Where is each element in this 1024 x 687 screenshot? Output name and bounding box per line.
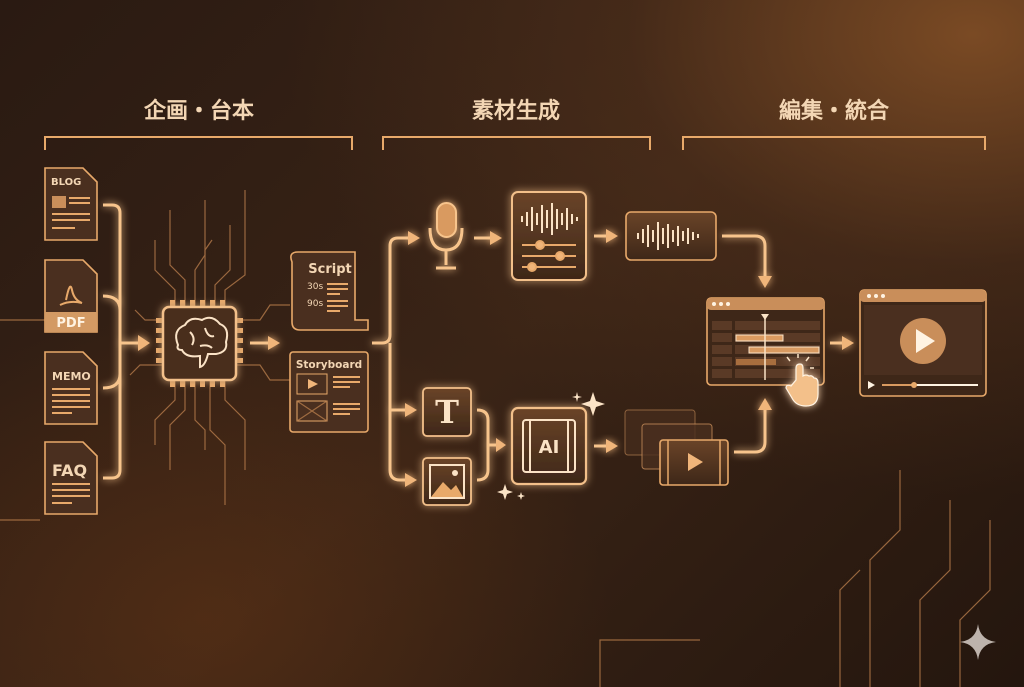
input-doc-blog: BLOG: [44, 167, 98, 241]
video-to-timeline-connector: [734, 398, 772, 454]
storyboard-title: Storyboard: [296, 359, 362, 371]
chip-output-arrow: [250, 336, 280, 350]
waveform-icon: [521, 203, 578, 235]
film-icon: [522, 419, 576, 473]
ai-chip-brain: [129, 190, 290, 505]
pdf-acrobat-icon: [59, 285, 83, 306]
doc-label: PDF: [56, 316, 85, 331]
video-clips-stack: [624, 409, 729, 486]
stage-title: 素材生成: [472, 98, 560, 124]
input-merge-connector: [102, 203, 150, 480]
video-player-window: [859, 289, 987, 397]
microphone-icon: [428, 202, 464, 270]
play-icon: [688, 453, 703, 471]
stage-header-assets: 素材生成: [382, 98, 651, 150]
stage-header-planning: 企画・台本: [44, 98, 353, 150]
audio-track-card: [625, 211, 717, 261]
input-doc-faq: FAQ: [44, 441, 98, 515]
audio-generator-card: [511, 191, 587, 281]
text-image-merge-connector: [476, 408, 506, 482]
doc-label: FAQ: [52, 461, 87, 480]
ai-label: AI: [539, 437, 560, 458]
asset-branch-connector: [372, 231, 420, 487]
text-tool-card: T: [422, 387, 472, 437]
stage-header-editing: 編集・統合: [682, 98, 986, 150]
arrow-icon: [594, 439, 618, 453]
sparkle-logo-icon: [960, 624, 996, 660]
input-doc-pdf: PDF: [44, 259, 98, 333]
sparkle-icon: [497, 392, 605, 500]
script-scroll: Script 30s 90s: [290, 251, 369, 331]
stage-bracket: [44, 136, 353, 150]
ai-video-generator-card: AI: [510, 406, 588, 486]
hand-cursor-icon: [785, 354, 819, 407]
doc-label: MEMO: [52, 370, 91, 383]
play-icon: [868, 381, 875, 389]
arrow-icon: [138, 335, 150, 351]
script-title: Script: [308, 262, 351, 277]
arrow-icon: [594, 229, 618, 243]
stage-bracket: [682, 136, 986, 150]
text-icon: T: [435, 393, 459, 431]
waveform-icon: [637, 222, 699, 250]
image-icon: [429, 464, 465, 499]
script-duration: 90s: [307, 299, 323, 309]
progress-scrubber[interactable]: [911, 382, 917, 388]
timeline-editor-window: [706, 297, 825, 407]
image-tool-card: [422, 457, 472, 506]
slider-controls-icon: [522, 240, 576, 272]
stage-bracket: [382, 136, 651, 150]
audio-to-timeline-connector: [722, 234, 772, 288]
input-doc-memo: MEMO: [44, 351, 98, 425]
play-icon: [308, 379, 318, 389]
play-icon: [916, 329, 935, 353]
stage-title: 編集・統合: [779, 98, 890, 124]
arrow-icon: [474, 231, 502, 245]
arrow-icon: [830, 336, 854, 350]
stage-title: 企画・台本: [143, 98, 254, 124]
background-circuits: [0, 319, 991, 687]
brain-icon: [175, 316, 229, 369]
script-duration: 30s: [307, 282, 323, 292]
storyboard-card: Storyboard: [289, 351, 369, 433]
doc-label: BLOG: [51, 177, 81, 188]
